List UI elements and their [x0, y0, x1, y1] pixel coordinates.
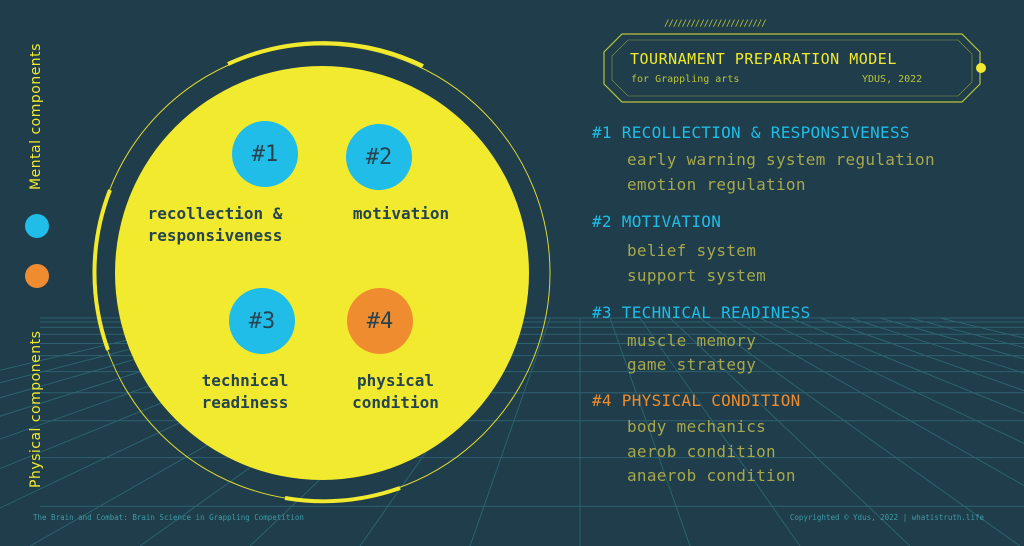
- grid-line: [819, 317, 1024, 392]
- grid-line: [759, 317, 1024, 444]
- section-4-item: body mechanics: [627, 417, 767, 436]
- grid-line: [939, 317, 1024, 339]
- label-technical-readiness: technical readiness: [180, 370, 310, 414]
- label-line: condition: [352, 393, 439, 412]
- grid-line: [729, 317, 1024, 487]
- label-line: responsiveness: [147, 226, 283, 245]
- section-3-item: muscle memory: [627, 331, 757, 350]
- label-line: motivation: [352, 204, 450, 223]
- label-line: technical: [201, 371, 289, 390]
- page-title: TOURNAMENT PREPARATION MODEL: [630, 50, 897, 68]
- section-3-heading: #3 TECHNICAL READINESS: [592, 303, 811, 322]
- mental-legend-dot: [25, 214, 49, 238]
- badge-4: #4: [347, 288, 413, 354]
- label-recollection: recollection & responsiveness: [130, 203, 300, 247]
- ring-arc-left: [92, 189, 112, 351]
- section-3-item: game strategy: [627, 355, 757, 374]
- physical-components-label: Physical components: [28, 330, 44, 488]
- label-line: physical: [356, 371, 435, 390]
- grid-line: [789, 317, 1024, 414]
- section-1-item: emotion regulation: [627, 175, 806, 194]
- main-circle: [115, 66, 529, 480]
- physical-legend-dot: [25, 264, 49, 288]
- label-physical-condition: physical condition: [333, 370, 458, 414]
- label-line: readiness: [201, 393, 289, 412]
- label-line: recollection &: [147, 204, 283, 223]
- title-frame-inner: [611, 39, 973, 97]
- section-2-heading: #2 MOTIVATION: [592, 212, 722, 231]
- section-4-item: aerob condition: [627, 442, 776, 461]
- section-1-item: early warning system regulation: [627, 150, 935, 169]
- section-4-item: anaerob condition: [627, 466, 796, 485]
- footer-source: The Brain and Combat: Brain Science in G…: [33, 513, 304, 522]
- grid-line: [849, 317, 1024, 374]
- title-frame: [603, 33, 981, 103]
- section-4-heading: #4 PHYSICAL CONDITION: [592, 391, 801, 410]
- perspective-grid: [0, 317, 1024, 546]
- section-1-heading: #1 RECOLLECTION & RESPONSIVENESS: [592, 123, 910, 142]
- title-frame-dot: [976, 63, 986, 73]
- author-year: YDUS, 2022: [862, 74, 923, 85]
- footer-copyright: Copyrighted © Ydus, 2022 | whatistruth.l…: [789, 513, 984, 522]
- section-2-item: belief system: [627, 241, 757, 260]
- mental-components-label: Mental components: [28, 43, 44, 190]
- badge-3: #3: [229, 288, 295, 354]
- grid-line: [909, 317, 1024, 349]
- grid-line: [879, 317, 1024, 360]
- ring-arc-bottom: [284, 486, 401, 504]
- ring-arc-top: [227, 41, 424, 68]
- badge-1: #1: [232, 121, 298, 187]
- label-motivation: motivation: [336, 203, 466, 225]
- section-2-item: support system: [627, 266, 767, 285]
- page-subtitle: for Grappling arts: [631, 74, 740, 85]
- decorative-hatch: ///////////////////////: [664, 19, 767, 29]
- badge-2: #2: [346, 124, 412, 190]
